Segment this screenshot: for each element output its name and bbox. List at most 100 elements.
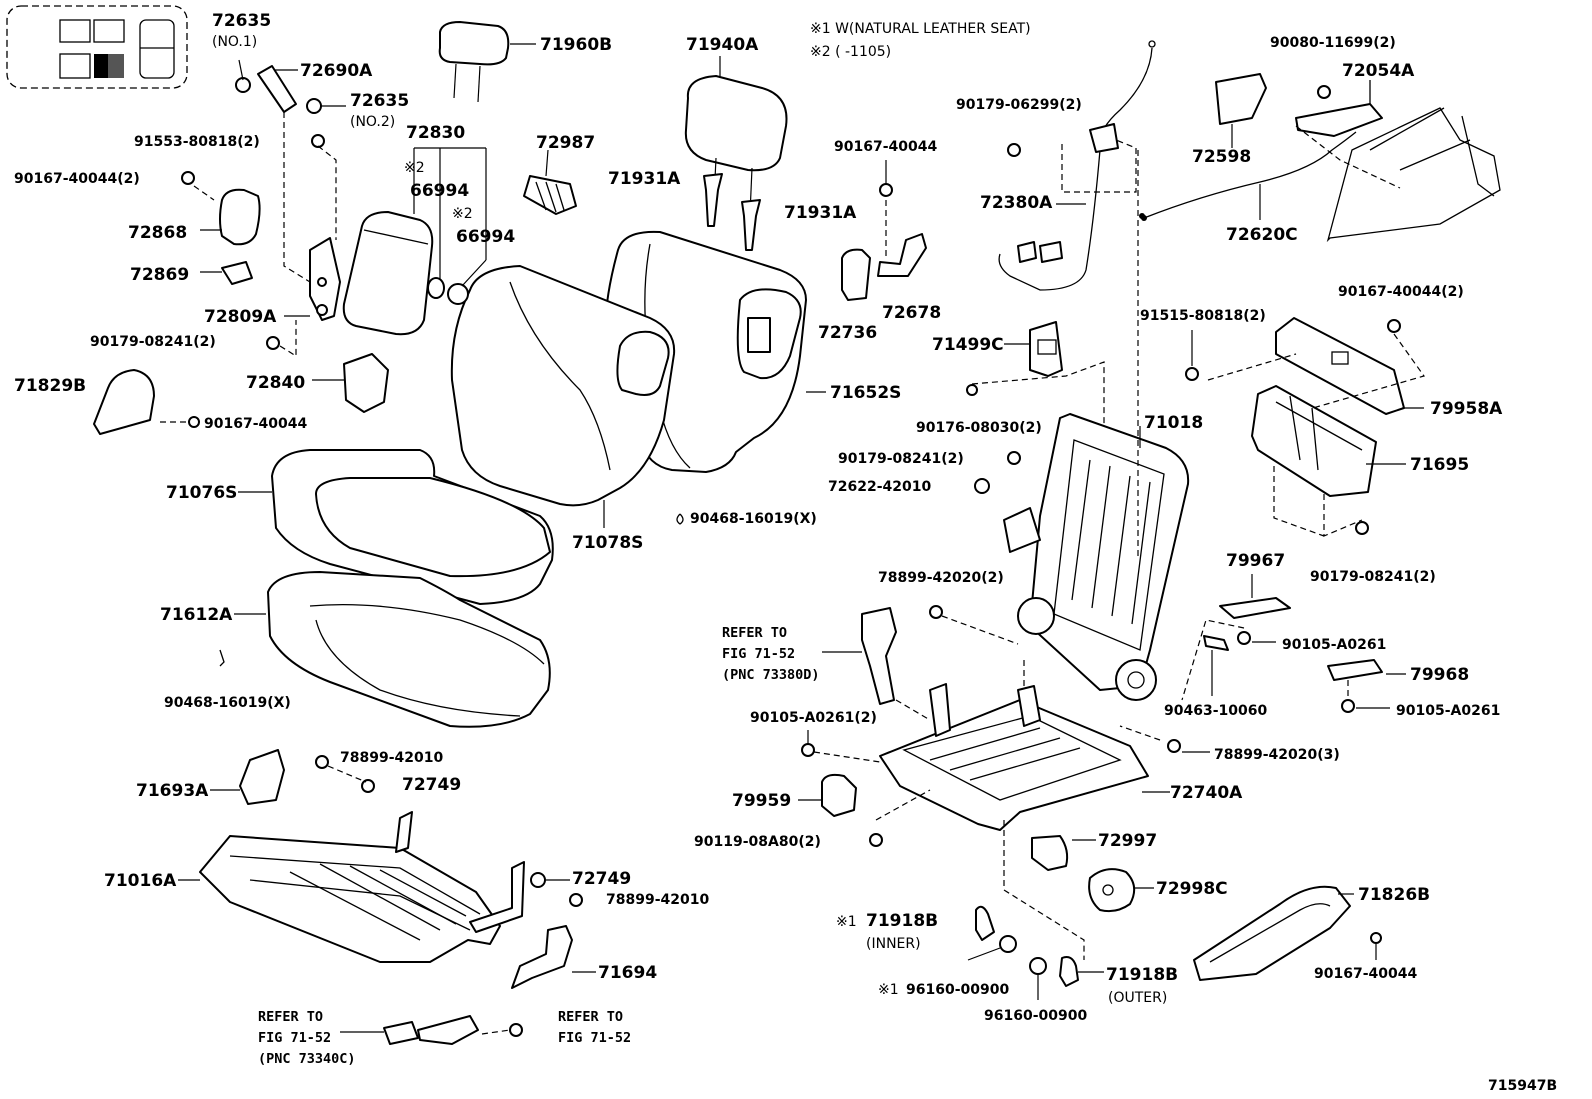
label-90167-e: 90167-40044	[1314, 966, 1417, 982]
cover-71695	[1251, 385, 1377, 497]
bolt-90080	[1317, 85, 1331, 99]
cover-79968	[1327, 659, 1383, 681]
nut-96160-a	[999, 935, 1017, 953]
label-ref-a-3: (PNC 73340C)	[258, 1051, 356, 1067]
figure-id: 715947B	[1488, 1078, 1557, 1094]
bracket-72840	[343, 353, 389, 413]
label-ref-c-1: REFER TO	[722, 625, 787, 641]
label-72635-no2: 72635	[350, 91, 409, 111]
lock-71499C	[1029, 321, 1063, 377]
cover-72998C	[1088, 868, 1136, 913]
note-natural-leather: ※1 W(NATURAL LEATHER SEAT)	[810, 21, 1031, 37]
label-71076S: 71076S	[166, 483, 237, 503]
bolt-90176	[966, 384, 978, 396]
bracket-71693A	[239, 749, 285, 805]
label-90105-c: 90105-A0261	[1396, 703, 1500, 719]
label-96160-a: 96160-00900	[906, 982, 1009, 998]
bolt-78899-d	[1167, 739, 1181, 753]
label-78899-c: 78899-42020(2)	[878, 570, 1004, 586]
lever-72690A	[257, 65, 297, 113]
label-71918B-outer: 71918B	[1106, 965, 1178, 985]
pad-66994-b	[447, 283, 469, 305]
cover-71826B	[1193, 885, 1351, 981]
bolt-90119	[869, 833, 883, 847]
label-ref-c-3: (PNC 73380D)	[722, 667, 820, 683]
cap-72635-no2	[306, 98, 322, 114]
label-72380A: 72380A	[980, 193, 1053, 213]
label-90463: 90463-10060	[1164, 703, 1267, 719]
label-71826B: 71826B	[1358, 885, 1430, 905]
seatback-71078S	[450, 265, 676, 507]
label-90105-b: 90105-A0261	[1282, 637, 1386, 653]
hinge-cover-71829B	[93, 369, 155, 435]
headrest-guide-71931A-a	[703, 173, 723, 227]
label-71940A: 71940A	[686, 35, 759, 55]
cover-72987	[523, 175, 577, 215]
label-71918B-inner: 71918B	[866, 911, 938, 931]
nut-96160-b	[1029, 957, 1047, 975]
label-72987: 72987	[536, 133, 595, 153]
label-90105-a: 90105-A0261(2)	[750, 710, 877, 726]
label-71931A-a: 71931A	[608, 169, 681, 189]
label-72635-no1-sub: (NO.1)	[212, 34, 257, 50]
bolt-90179-b	[1007, 143, 1021, 157]
seat-belt-buckle-73340C	[383, 1015, 479, 1045]
label-72635-no2-sub: (NO.2)	[350, 114, 395, 130]
label-71829B: 71829B	[14, 376, 86, 396]
label-72620C: 72620C	[1226, 225, 1298, 245]
hinge-72809A	[309, 237, 341, 321]
bolt-90167-e	[1370, 932, 1382, 944]
bolt-90105-a	[801, 743, 815, 757]
label-90179-a: 90179-08241(2)	[90, 334, 216, 350]
note-date-range: ※2 ( -1105)	[810, 44, 891, 60]
bolt-90167-a	[181, 171, 195, 185]
label-71612A: 71612A	[160, 605, 233, 625]
label-90179-d: 90179-08241(2)	[1310, 569, 1436, 585]
label-79967: 79967	[1226, 551, 1285, 571]
label-ref-b-1: REFER TO	[558, 1009, 623, 1025]
armrest-72830	[342, 211, 434, 336]
label-72840: 72840	[246, 373, 305, 393]
seatback-frame-71018	[1003, 413, 1190, 701]
bolt-91553	[311, 134, 325, 148]
cushion-frame-71016A	[199, 811, 525, 963]
clip-90468-a	[676, 513, 684, 525]
label-79968: 79968	[1410, 665, 1469, 685]
label-72998C: 72998C	[1156, 879, 1228, 899]
label-78899-b: 78899-42010	[606, 892, 709, 908]
bolt-72622	[974, 478, 990, 494]
cover-71918B-outer	[1059, 956, 1079, 987]
label-72740A: 72740A	[1170, 783, 1243, 803]
label-78899-a: 78899-42010	[340, 750, 443, 766]
label-ref-a-2: FIG 71-52	[258, 1030, 331, 1046]
headrest-guide-71931A-b	[741, 199, 761, 251]
label-66994-a-note: ※2	[404, 160, 425, 176]
label-96160-b: 96160-00900	[984, 1008, 1087, 1024]
label-72598: 72598	[1192, 147, 1251, 167]
label-71652S: 71652S	[830, 383, 901, 403]
label-90167-c: 90167-40044	[834, 139, 937, 155]
label-ref-c-2: FIG 71-52	[722, 646, 795, 662]
label-79959: 79959	[732, 791, 791, 811]
label-72054A: 72054A	[1342, 61, 1415, 81]
label-72830: 72830	[406, 123, 465, 143]
label-71078S: 71078S	[572, 533, 643, 553]
cover-72997	[1031, 835, 1069, 871]
label-72736: 72736	[818, 323, 877, 343]
label-71018: 71018	[1144, 413, 1203, 433]
cap-72635-no1	[235, 59, 251, 93]
label-71918B-outer-sub: (OUTER)	[1108, 990, 1167, 1006]
bolt-90179-d	[1355, 521, 1369, 535]
bolt-90167-d	[1387, 319, 1401, 333]
bolt-90105-c	[1341, 699, 1355, 713]
cable-72620C	[1141, 131, 1357, 221]
label-72622: 72622-42010	[828, 479, 931, 495]
label-71931A-b: 71931A	[784, 203, 857, 223]
nut-72749-a	[361, 779, 375, 793]
handle-72598	[1215, 73, 1267, 125]
label-71499C: 71499C	[932, 335, 1004, 355]
bolt-90179-c	[1007, 451, 1021, 465]
bolt-90105-b	[1237, 631, 1251, 645]
seat-belt-anchor-73380D	[861, 607, 897, 705]
